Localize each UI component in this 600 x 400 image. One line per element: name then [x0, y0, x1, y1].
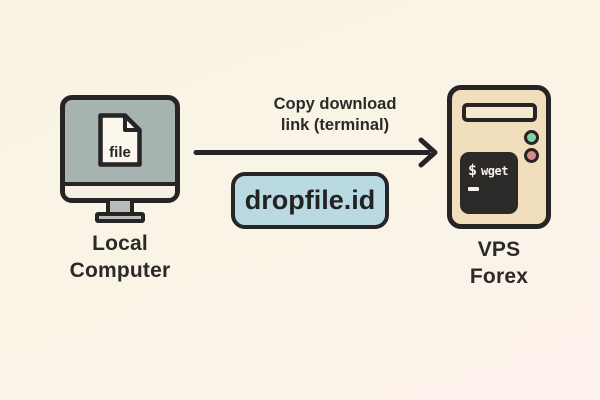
terminal-prompt-sign: $: [468, 161, 478, 179]
arrow-caption: Copy download link (terminal): [245, 94, 425, 136]
dropfile-badge-label: dropfile.id: [244, 185, 376, 215]
local-computer-label: Local Computer: [30, 230, 210, 284]
terminal-screen: $ wget: [460, 152, 518, 214]
red-led-icon: [524, 148, 539, 163]
green-led-icon: [524, 130, 539, 145]
monitor-stand-base: [95, 212, 145, 223]
local-computer-label-line2: Computer: [69, 259, 171, 282]
file-document-icon: file: [98, 113, 142, 167]
file-icon-label: file: [109, 144, 131, 161]
terminal-cursor-icon: [468, 187, 479, 191]
terminal-command: wget: [481, 164, 508, 178]
monitor-chin: [65, 182, 175, 198]
dropfile-badge: dropfile.id: [231, 172, 389, 229]
vps-label-line1: VPS: [477, 238, 521, 261]
terminal-prompt-line: $ wget: [468, 161, 510, 179]
local-computer-label-line1: Local: [92, 232, 148, 255]
right-arrow-icon: [193, 137, 438, 168]
local-computer-icon: file: [60, 95, 180, 203]
vps-label-line2: Forex: [469, 265, 529, 288]
server-drive-slot: [462, 103, 537, 122]
arrow-caption-line1: Copy download: [273, 95, 397, 113]
arrow-caption-line2: link (terminal): [280, 116, 390, 134]
vps-server-icon: $ wget: [447, 85, 551, 229]
vps-label: VPS Forex: [438, 236, 560, 290]
